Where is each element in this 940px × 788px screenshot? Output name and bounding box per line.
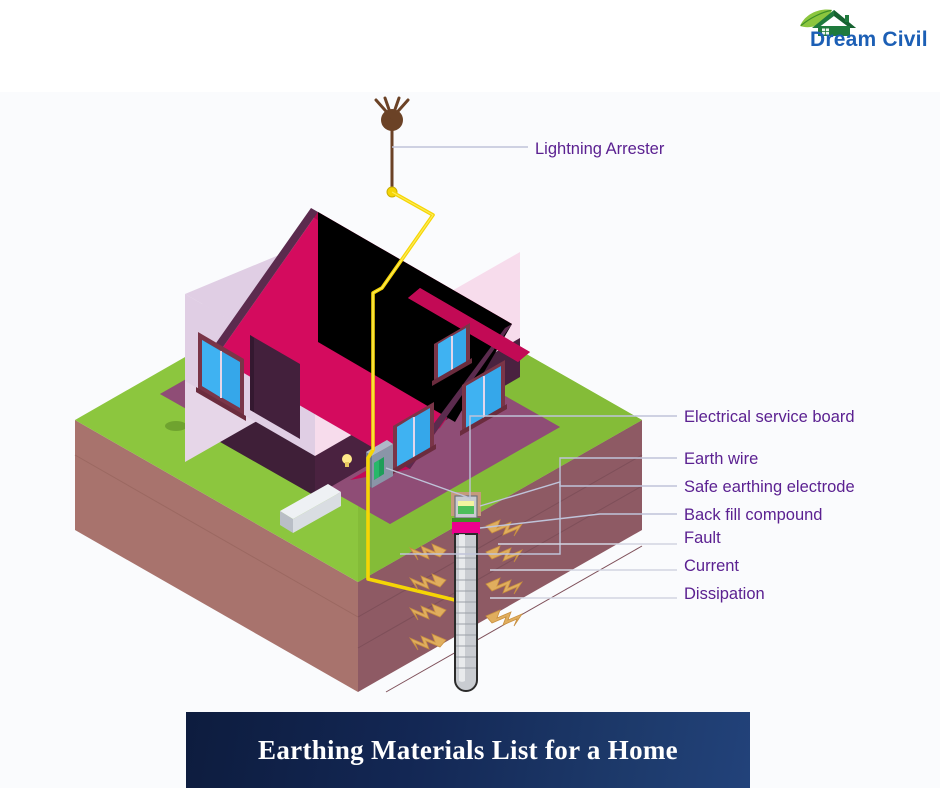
side-window-lower-left (391, 402, 436, 475)
callout-earth-wire: Earth wire (684, 450, 759, 468)
figure-title-bar: Earthing Materials List for a Home (186, 712, 750, 788)
logo-wordmark: Dream Civil (810, 28, 928, 51)
callout-safe-earthing-electrode: Safe earthing electrode (684, 478, 855, 496)
safe-earthing-electrode (451, 492, 481, 692)
leader-safe-earthing-electrode (479, 481, 677, 507)
earth-wire (366, 190, 460, 603)
leader-back-fill-compound (479, 513, 677, 529)
callout-current: Current (684, 557, 740, 575)
header-band (0, 0, 940, 92)
leader-electrical-service-board (385, 415, 677, 499)
figure-title: Earthing Materials List for a Home (258, 734, 678, 765)
wall-lamp-icon (342, 454, 352, 467)
callout-back-fill-compound: Back fill compound (684, 506, 823, 524)
callout-lightning-arrester: Lightning Arrester (535, 140, 665, 158)
dream-civil-logo[interactable]: Dream Civil (792, 6, 934, 54)
callout-electrical-service-board: Electrical service board (684, 408, 855, 426)
earthing-illustration (74, 96, 677, 693)
entry-step (280, 484, 341, 533)
callout-dissipation: Dissipation (684, 585, 765, 603)
leader-lines (385, 146, 677, 599)
lightning-arrester (374, 96, 410, 198)
callout-fault: Fault (684, 529, 721, 547)
current-dissipation-arrows (408, 519, 524, 651)
side-window-lower-right (460, 360, 507, 436)
leader-earth-wire (400, 457, 677, 555)
house-leaf-logo-icon (800, 9, 856, 36)
front-window (196, 332, 246, 421)
side-window-upper (432, 323, 472, 386)
